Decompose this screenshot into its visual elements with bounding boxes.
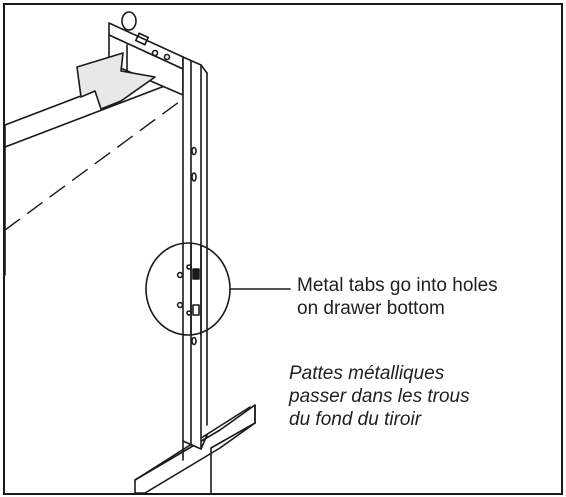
caption-fr-line-3: du fond du tiroir bbox=[289, 409, 422, 430]
caption-fr-line-2: passer dans les trous bbox=[289, 386, 470, 407]
caption-en-line-2: on drawer bottom bbox=[297, 298, 445, 319]
caption-fr-line-1: Pattes métalliques bbox=[289, 363, 445, 384]
caption-french: Pattes métalliques passer dans les trous… bbox=[289, 362, 470, 431]
caption-english: Metal tabs go into holes on drawer botto… bbox=[297, 274, 498, 320]
illustration-frame: Metal tabs go into holes on drawer botto… bbox=[3, 3, 563, 495]
vertical-metal-rail bbox=[182, 56, 208, 461]
hidden-edge-dashed bbox=[5, 98, 184, 231]
assembly-illustration bbox=[5, 11, 291, 493]
caption-en-line-1: Metal tabs go into holes bbox=[297, 275, 498, 296]
direction-arrow bbox=[76, 52, 156, 110]
